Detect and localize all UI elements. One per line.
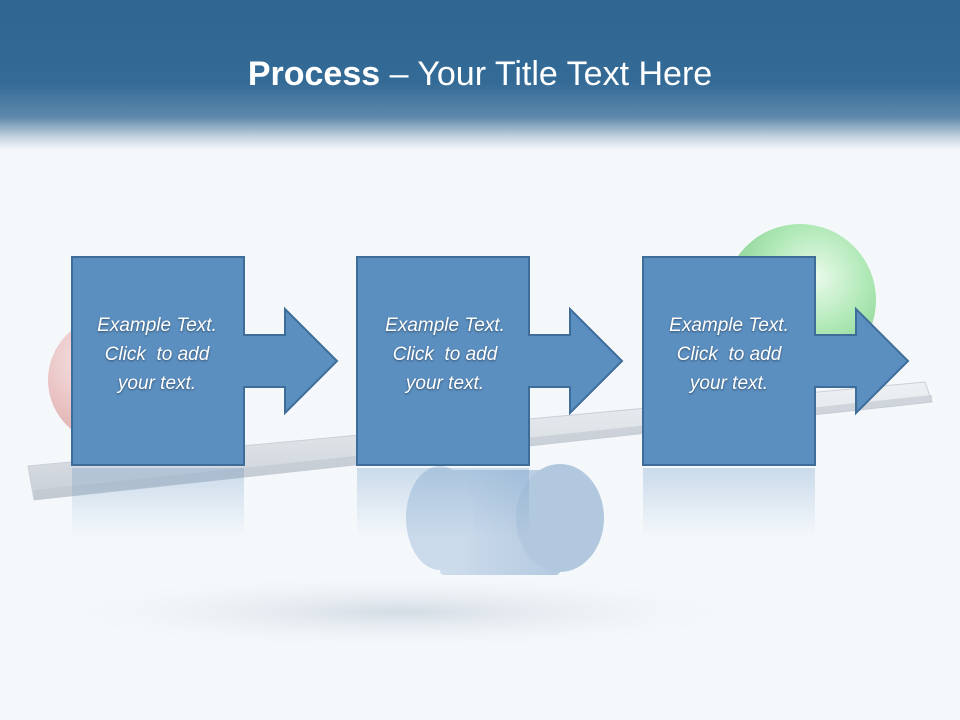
title-bold-text: Process bbox=[247, 55, 381, 93]
step-3-shape bbox=[642, 256, 910, 466]
step-1-line-2: Click to add bbox=[104, 344, 210, 365]
step-3-text[interactable]: Example Text. Click to add your text. bbox=[644, 311, 814, 398]
title-banner: Process – Your Title Text Here bbox=[0, 0, 960, 150]
step-2-line-1: Example Text. bbox=[385, 315, 505, 336]
step-1-line-3: your text. bbox=[117, 373, 197, 394]
step-2-shape bbox=[356, 256, 624, 466]
step-reflections bbox=[72, 468, 815, 538]
page-title: Process – Your Title Text Here bbox=[0, 52, 960, 96]
step-1-shape bbox=[71, 256, 339, 466]
title-rest-text: – Your Title Text Here bbox=[380, 55, 713, 93]
step-1-text[interactable]: Example Text. Click to add your text. bbox=[72, 311, 242, 398]
step-3-line-3: your text. bbox=[689, 373, 769, 394]
floor-shadow bbox=[20, 572, 780, 652]
step-3-line-1: Example Text. bbox=[669, 315, 789, 336]
step-2-line-2: Click to add bbox=[392, 344, 498, 365]
step-1-line-1: Example Text. bbox=[97, 315, 217, 336]
step-3-line-2: Click to add bbox=[676, 344, 782, 365]
step-2-text[interactable]: Example Text. Click to add your text. bbox=[360, 311, 530, 398]
step-2-line-3: your text. bbox=[405, 373, 485, 394]
